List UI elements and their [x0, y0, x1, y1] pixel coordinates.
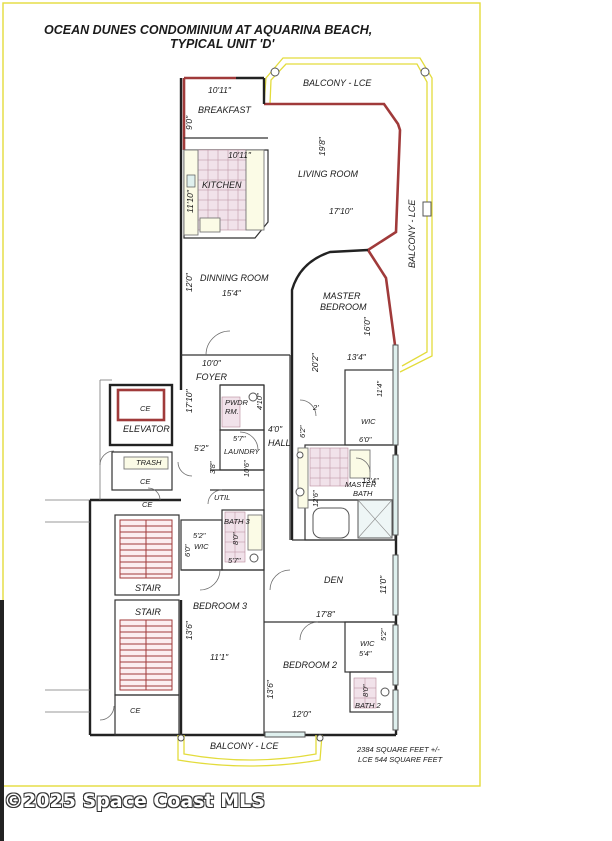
dim-bed2-w: 12'0" — [292, 709, 312, 719]
dim-breakfast-h: 9'0" — [184, 115, 194, 130]
label-bath2: BATH 2 — [355, 701, 382, 710]
dim-wic-m-h: 11'4" — [375, 381, 384, 397]
dim-breakfast-w: 10'11" — [208, 85, 232, 95]
dim-kitchen-w: 10'11" — [228, 150, 252, 160]
dim-mbath-h1: 6'2" — [298, 425, 307, 438]
dim-bed3-h: 13'6" — [184, 620, 194, 640]
label-dining-room: DINNING ROOM — [200, 273, 269, 283]
label-bath3: BATH 3 — [224, 517, 251, 526]
dim-kitchen-h: 11'10" — [185, 189, 195, 213]
note-lce: LCE 544 SQUARE FEET — [358, 755, 444, 764]
window-panels — [264, 344, 399, 738]
label-trash: TRASH — [136, 458, 162, 467]
dim-foyer-w: 10'0" — [202, 358, 222, 368]
balcony-outline — [263, 57, 433, 373]
label-foyer: FOYER — [196, 372, 228, 382]
scan-edge — [0, 600, 4, 841]
label-pwdr-1: PWDR — [225, 398, 248, 407]
balcony-bottom — [177, 734, 324, 767]
dim-pwdr-w: 4'10" — [255, 393, 264, 410]
label-laundry: LAUNDRY — [224, 447, 261, 456]
label-living-room: LIVING ROOM — [298, 169, 359, 179]
dim-wic-b2-h: 5'2" — [379, 628, 388, 641]
dim-elev-h: 5'2" — [194, 443, 209, 453]
label-balcony-bottom: BALCONY - LCE — [210, 741, 279, 751]
note-sqft: 2384 SQUARE FEET +/- — [356, 745, 440, 754]
label-pwdr-2: RM. — [225, 407, 239, 416]
label-hall: HALL — [268, 438, 291, 448]
dim-bath3-h: 8'0" — [231, 532, 240, 545]
dim-hall-w: 4'0" — [268, 424, 283, 434]
plan-title-line2: TYPICAL UNIT 'D' — [170, 37, 275, 51]
label-ce-corridor: CE — [142, 500, 153, 509]
dim-wic-m-w: 6'0" — [359, 435, 372, 444]
dim-util-h: 3'8" — [208, 461, 217, 474]
label-ce-elevator: CE — [140, 404, 151, 413]
dim-laundry-w: 5'7" — [233, 434, 246, 443]
dim-dining-h: 12'0" — [184, 272, 194, 292]
label-wic-b2: WIC — [360, 639, 375, 648]
label-den: DEN — [324, 575, 344, 585]
label-stair-lower: STAIR — [135, 607, 161, 617]
label-ce-trash: CE — [140, 477, 151, 486]
dim-master-h: 20'2" — [310, 352, 320, 373]
dim-living-a: 19'8" — [317, 136, 327, 156]
watermark: ©2025 Space Coast MLS — [4, 790, 265, 812]
plan-title-line1: OCEAN DUNES CONDOMINIUM AT AQUARINA BEAC… — [44, 23, 372, 37]
door-swings — [99, 330, 371, 721]
dim-den-h: 11'0" — [378, 575, 388, 594]
label-stair-upper: STAIR — [135, 583, 161, 593]
dim-wic-b3-h: 6'0" — [183, 544, 192, 557]
master-bath-fixtures — [295, 447, 393, 539]
dim-master-d: 16'0" — [362, 316, 372, 336]
label-balcony-top: BALCONY - LCE — [303, 78, 372, 88]
label-master-bath-2: BATH — [353, 489, 373, 498]
dim-living-b: 17'10" — [329, 206, 354, 216]
dim-mbath-w: 13'4" — [362, 476, 379, 485]
dim-wic-m-2: 2' — [312, 403, 319, 412]
dim-bed2-h: 13'6" — [265, 679, 275, 699]
label-master-bath-1: MASTER — [345, 480, 377, 489]
bath-fixtures — [123, 392, 390, 709]
dim-bath3-b: 5'7" — [228, 556, 241, 565]
dim-master-w: 13'4" — [347, 352, 367, 362]
label-breakfast: BREAKFAST — [198, 105, 252, 115]
dimension-labels: 10'11" 9'0" 10'11" 11'10" 19'8" 17'10" 1… — [183, 85, 388, 719]
label-wic-b3: WIC — [194, 542, 209, 551]
dim-den-w: 17'8" — [316, 609, 336, 619]
label-ce-bottom: CE — [130, 706, 141, 715]
dim-wic-b2-w: 5'4" — [359, 649, 372, 658]
label-master-bedroom-1: MASTER — [323, 291, 361, 301]
label-kitchen: KITCHEN — [202, 180, 242, 190]
dim-dining-w: 15'4" — [222, 288, 242, 298]
label-bedroom3: BEDROOM 3 — [193, 601, 247, 611]
dim-foyer-h: 17'10" — [184, 388, 194, 413]
dim-bath3-w: 5'2" — [193, 531, 206, 540]
kitchen-fixtures — [183, 149, 265, 236]
label-elevator: ELEVATOR — [123, 424, 170, 434]
label-balcony-side: BALCONY - LCE — [407, 199, 417, 268]
dim-mbath-h2: 12'6" — [311, 490, 320, 507]
label-master-bedroom-2: BEDROOM — [320, 302, 367, 312]
room-labels: BALCONY - LCE BREAKFAST KITCHEN LIVING R… — [123, 78, 417, 751]
dim-bed3-w: 11'1" — [210, 652, 229, 662]
dim-bath2-h: 8'0" — [361, 684, 370, 697]
label-wic-master: WIC — [361, 417, 376, 426]
stairs — [119, 519, 173, 691]
label-util: UTIL — [214, 493, 230, 502]
dim-laundry-h: 10'6" — [242, 460, 251, 477]
label-bedroom2: BEDROOM 2 — [283, 660, 337, 670]
page-frame — [2, 2, 481, 787]
